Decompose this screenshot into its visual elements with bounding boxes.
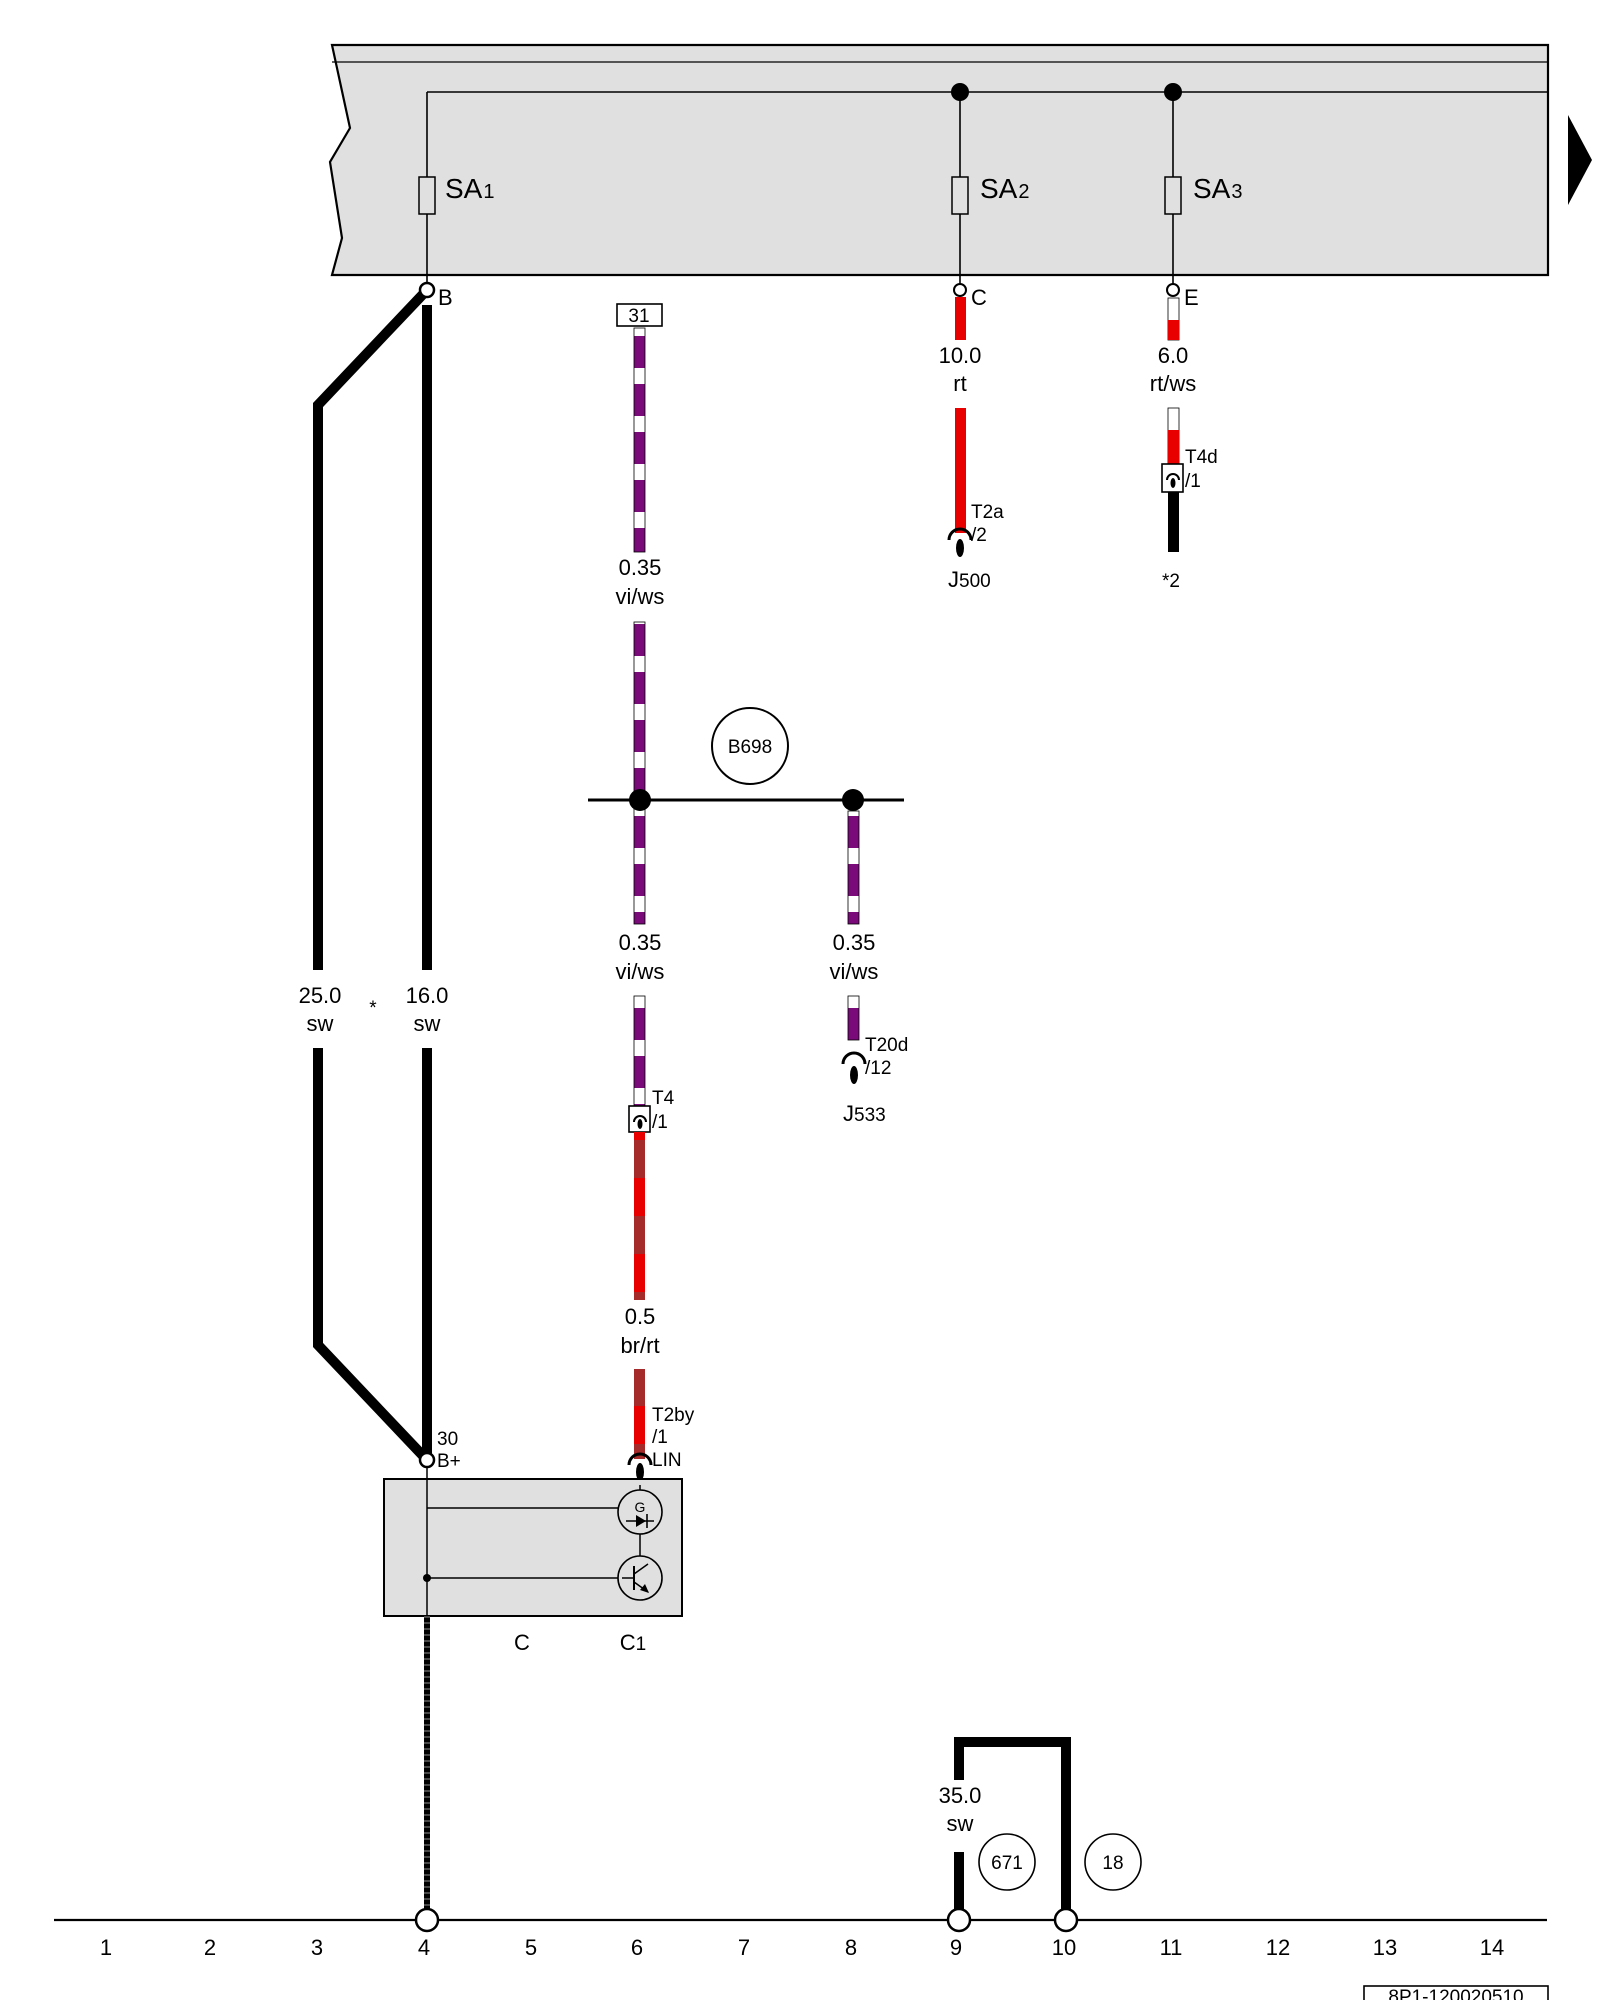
generator-symbol-label: G xyxy=(635,1499,646,1515)
component-c1-name: C xyxy=(620,1630,636,1655)
fuse-sa3-sub: 3 xyxy=(1231,181,1242,203)
svg-text:C1: C1 xyxy=(620,1630,646,1655)
fuse-pin-b: B xyxy=(438,285,453,310)
wire-25-size: 25.0 xyxy=(299,983,342,1008)
sa2-output-circuit: C 10.0 rt T2a /2 J500 xyxy=(939,283,1004,592)
alternator-pin-30: 30 xyxy=(437,1429,458,1450)
svg-text:SA1: SA1 xyxy=(445,173,494,204)
track-number: 3 xyxy=(311,1935,323,1960)
track-number: 6 xyxy=(631,1935,643,1960)
wire-rt-size: 10.0 xyxy=(939,343,982,368)
ground-bus xyxy=(54,1907,1547,1933)
connector-t2a-name: T2a xyxy=(971,502,1004,523)
alternator-ground-wire xyxy=(424,1616,430,1914)
fuse-sa1-name: SA xyxy=(445,173,483,204)
terminal-31-box: 31 xyxy=(628,306,649,327)
connector-t20d-name: T20d xyxy=(865,1035,908,1056)
svg-text:SA3: SA3 xyxy=(1193,173,1242,204)
document-id: 8P1-120020510 xyxy=(1388,1987,1523,2000)
fuse-sa1-sub: 1 xyxy=(483,181,494,203)
wire-vi-ws-size-3: 0.35 xyxy=(833,930,876,955)
component-j533-sub: 533 xyxy=(854,1105,886,1126)
wire-25-color: sw xyxy=(307,1011,334,1036)
wire-16-size: 16.0 xyxy=(406,983,449,1008)
connector-t4-name: T4 xyxy=(652,1088,675,1109)
ground-point-18: 18 xyxy=(1102,1853,1123,1874)
document-id-box: 8P1-120020510 xyxy=(1363,1985,1549,2000)
connector-t4-pin: /1 xyxy=(652,1112,668,1133)
wire-35-size: 35.0 xyxy=(939,1783,982,1808)
component-j533-name: J xyxy=(843,1101,854,1126)
connector-t4d-name: T4d xyxy=(1185,447,1218,468)
wire-25-note: * xyxy=(369,998,377,1019)
ground-point-b698: B698 xyxy=(728,737,772,758)
track-number: 8 xyxy=(845,1935,857,1960)
sa3-output-circuit: E 6.0 rt/ws T4d /1 *2 xyxy=(1150,283,1218,592)
wire-br-rt-color: br/rt xyxy=(620,1333,659,1358)
svg-text:J533: J533 xyxy=(843,1101,886,1126)
track-number: 9 xyxy=(950,1935,962,1960)
wire-16-color: sw xyxy=(414,1011,441,1036)
ground-point-671: 671 xyxy=(991,1853,1023,1874)
ground-strap: 35.0 sw 671 18 xyxy=(936,1737,1142,1912)
connector-t2a-pin: /2 xyxy=(971,525,987,546)
terminal31-circuit: 31 0.35 vi/ws 0.35 vi/ws B698 0.35 vi/ws… xyxy=(588,303,908,1481)
alternator: 30 B+ G C C1 xyxy=(383,1429,683,1655)
fuse-sa3-name: SA xyxy=(1193,173,1231,204)
component-j500-sub: 500 xyxy=(959,571,991,592)
wire-vi-ws-color-1: vi/ws xyxy=(616,584,665,609)
wire-vi-ws-size-1: 0.35 xyxy=(619,555,662,580)
wire-rt-color: rt xyxy=(953,371,966,396)
fuse-pin-e: E xyxy=(1184,285,1199,310)
fuse-sa2-sub: 2 xyxy=(1018,181,1029,203)
track-number: 12 xyxy=(1266,1935,1290,1960)
track-number: 10 xyxy=(1052,1935,1076,1960)
track-number: 11 xyxy=(1160,1935,1183,1960)
connector-t20d-pin: /12 xyxy=(865,1058,891,1079)
fuse-sa2-name: SA xyxy=(980,173,1018,204)
wire-35-color: sw xyxy=(947,1811,974,1836)
fuse-sa3: SA3 xyxy=(1164,83,1242,288)
wire-vi-ws-color-3: vi/ws xyxy=(830,959,879,984)
fuse-sa1: SA1 xyxy=(418,92,494,290)
svg-text:J500: J500 xyxy=(948,567,991,592)
wire-vi-ws-color-2: vi/ws xyxy=(616,959,665,984)
battery-cables: B 25.0 sw * 16.0 sw xyxy=(295,281,453,1464)
track-number: 13 xyxy=(1373,1935,1397,1960)
wire-br-rt-size: 0.5 xyxy=(625,1304,656,1329)
fuse-pin-c: C xyxy=(971,285,987,310)
track-numbers: 1 2 3 4 5 6 7 8 9 10 11 12 13 14 xyxy=(100,1935,1504,1960)
track-number: 7 xyxy=(738,1935,750,1960)
connector-t4d-pin: /1 xyxy=(1185,471,1201,492)
track-number: 5 xyxy=(525,1935,537,1960)
wire-rt-ws-size: 6.0 xyxy=(1158,343,1189,368)
track-number: 4 xyxy=(418,1935,430,1960)
connector-t2by-pin: /1 xyxy=(652,1427,668,1448)
alternator-pin-bplus: B+ xyxy=(437,1451,461,1472)
wire-vi-ws-size-2: 0.35 xyxy=(619,930,662,955)
continuation-arrow-icon[interactable] xyxy=(1568,115,1592,205)
connector-t2by-name: T2by xyxy=(652,1405,695,1426)
component-c1-sub: 1 xyxy=(636,1634,647,1655)
wire-rt-ws-color: rt/ws xyxy=(1150,371,1196,396)
component-c: C xyxy=(514,1630,530,1655)
footnote-2: *2 xyxy=(1162,571,1180,592)
connector-t2by-function: LIN xyxy=(652,1450,682,1471)
svg-text:SA2: SA2 xyxy=(980,173,1029,204)
component-j500-name: J xyxy=(948,567,959,592)
fuse-box: SA1 SA2 SA3 xyxy=(328,43,1550,290)
track-number: 2 xyxy=(204,1935,216,1960)
track-number: 1 xyxy=(100,1935,112,1960)
fuse-sa2: SA2 xyxy=(951,83,1029,288)
track-number: 14 xyxy=(1480,1935,1504,1960)
